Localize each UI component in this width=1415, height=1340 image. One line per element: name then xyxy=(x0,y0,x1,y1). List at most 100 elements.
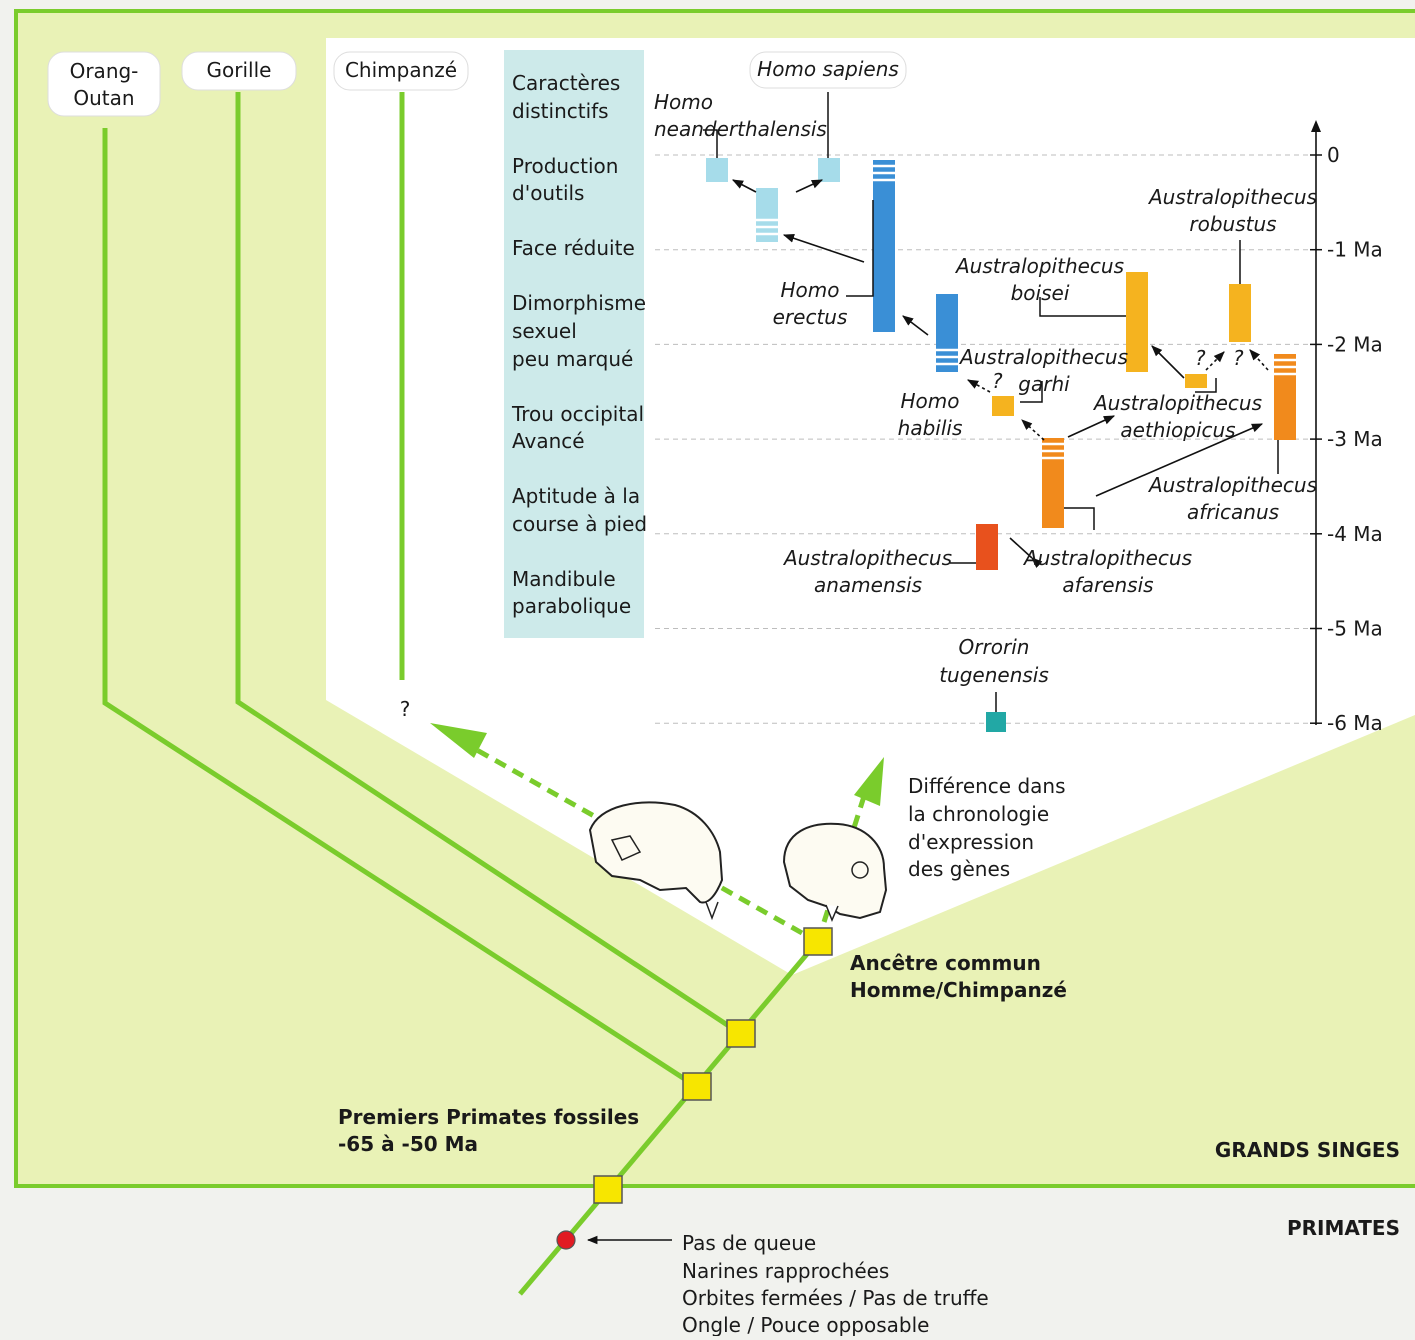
char-foramen-line2: Avancé xyxy=(512,429,585,453)
arrow-anamensis-to-afarensis xyxy=(1009,537,1043,569)
char-mandible-line2: parabolique xyxy=(512,594,631,618)
gene-note-line1: Différence dans xyxy=(908,774,1066,798)
bar-neanderthalensis xyxy=(706,158,728,182)
habilis-label-line2: habilis xyxy=(898,416,963,440)
node-human-chimp xyxy=(803,927,833,956)
gene-note-line3: d'expression xyxy=(908,830,1034,854)
characters-title-line1: Caractères xyxy=(512,71,620,95)
gene-note-line4: des gènes xyxy=(908,857,1010,881)
orangutan-bubble xyxy=(47,51,161,117)
sapiens-bubble xyxy=(749,51,907,89)
sapiens-label: Homo sapiens xyxy=(757,57,899,81)
time-tick-label: -3 Ma xyxy=(1327,427,1383,451)
connector-boisei xyxy=(1039,297,1126,317)
node-gorilla xyxy=(726,1019,756,1048)
bar-habilis xyxy=(936,294,958,372)
uncertain-mark-africanus-robustus: ? xyxy=(1233,346,1244,370)
arrow-africanus-to-robustus xyxy=(1249,349,1269,371)
bar-afarensis xyxy=(1042,438,1064,528)
primate-trait-1: Pas de queue xyxy=(682,1231,816,1255)
arrow-afarensis-to-africanus xyxy=(1095,423,1264,497)
gorilla-label: Gorille xyxy=(207,58,272,82)
arrow-aethiopicus-to-robustus xyxy=(1205,351,1225,371)
first-primates-line1: Premiers Primates fossiles xyxy=(338,1105,639,1129)
erectus-label-line1: Homo xyxy=(781,278,840,302)
orangutan-label-line1: Orang- xyxy=(70,59,139,83)
char-dimorphism-line3: peu marqué xyxy=(512,347,633,371)
bar-orrorin xyxy=(986,712,1006,732)
bar-anamensis xyxy=(976,524,998,570)
arrow-erectus-origin xyxy=(782,233,865,263)
char-tools-line1: Production xyxy=(512,154,618,178)
char-foramen-line1: Trou occipital xyxy=(511,402,644,426)
gorilla-bubble xyxy=(181,51,297,91)
char-face: Face réduite xyxy=(512,236,635,260)
time-tick-label: -4 Ma xyxy=(1327,522,1383,546)
primate-trait-2: Narines rapprochées xyxy=(682,1259,889,1283)
afarensis-label-line2: afarensis xyxy=(1062,573,1153,597)
arrow-afarensis-to-garhi xyxy=(1021,419,1045,441)
orrorin-label-line1: Orrorin xyxy=(959,635,1030,659)
aethiopicus-label-line1: Australopithecus xyxy=(1092,391,1262,415)
char-dimorphism-line1: Dimorphisme xyxy=(512,291,646,315)
afarensis-label-line1: Australopithecus xyxy=(1022,546,1192,570)
time-tick-label: -5 Ma xyxy=(1327,617,1383,641)
connector-afarensis xyxy=(1064,507,1095,530)
anamensis-label-line1: Australopithecus xyxy=(782,546,952,570)
arrow-erectus-to-neanderthalensis xyxy=(732,179,757,193)
chimp-lineage-arrowhead xyxy=(430,723,487,758)
arrow-habilis-to-erectus xyxy=(902,315,929,336)
first-primates-line2: -65 à -50 Ma xyxy=(338,1132,478,1156)
char-running-line2: course à pied xyxy=(512,512,647,536)
bar-garhi xyxy=(992,396,1014,416)
human-skull-icon xyxy=(782,822,888,922)
robustus-label-line2: robustus xyxy=(1189,212,1276,236)
boisei-label-line2: boisei xyxy=(1011,281,1070,305)
chimpanzee-label: Chimpanzé xyxy=(345,58,457,82)
arrow-afarensis-to-aethiopicus xyxy=(1067,415,1116,438)
arrow-aethiopicus-to-boisei xyxy=(1151,345,1185,379)
connector-neanderthalensis xyxy=(703,129,718,158)
common-ancestor-line2: Homme/Chimpanzé xyxy=(850,978,1067,1002)
uncertain-mark-garhi-habilis: ? xyxy=(992,369,1003,393)
node-primates xyxy=(593,1175,623,1204)
time-tick-label: -1 Ma xyxy=(1327,238,1383,262)
erectus-label-line2: erectus xyxy=(773,305,848,329)
neanderthalensis-label-line1: Homo xyxy=(654,90,713,114)
garhi-label-line1: Australopithecus xyxy=(958,345,1128,369)
char-mandible-line1: Mandibule xyxy=(512,567,616,591)
primate-trait-4: Ongle / Pouce opposable xyxy=(682,1313,929,1336)
africanus-label-line2: africanus xyxy=(1187,500,1279,524)
species-bars xyxy=(706,158,1296,732)
connector-garhi xyxy=(1020,381,1043,403)
bar-robustus xyxy=(1229,284,1251,342)
node-first-primates xyxy=(556,1230,576,1250)
time-tick-label: 0 xyxy=(1327,143,1340,167)
time-axis-arrowhead xyxy=(1311,120,1321,132)
connector-erectus xyxy=(846,200,874,297)
tree-branches xyxy=(102,92,884,1296)
bar-aethiopicus xyxy=(1185,374,1207,388)
neanderthalensis-label-line2: neanderthalensis xyxy=(654,117,827,141)
uncertain-mark-aethiopicus-robustus: ? xyxy=(1195,346,1206,370)
gene-note-line2: la chronologie xyxy=(908,802,1049,826)
characters-box xyxy=(504,50,644,638)
bar-boisei xyxy=(1126,272,1148,372)
time-tick-label: -2 Ma xyxy=(1327,332,1383,356)
human-lineage-dashed xyxy=(815,789,869,942)
char-tools-line2: d'outils xyxy=(512,181,584,205)
garhi-label-line2: garhi xyxy=(1018,372,1070,396)
bar-erectus-early xyxy=(756,188,778,242)
bar-erectus xyxy=(873,160,895,332)
anamensis-label-line2: anamensis xyxy=(814,573,922,597)
char-running-line1: Aptitude à la xyxy=(512,484,640,508)
chimp-question-mark: ? xyxy=(400,697,411,721)
orangutan-label-line2: Outan xyxy=(73,86,134,110)
orangutan-branch xyxy=(102,128,699,1090)
time-tick-label: -6 Ma xyxy=(1327,711,1383,735)
boisei-label-line1: Australopithecus xyxy=(954,254,1124,278)
bar-sapiens xyxy=(818,158,840,182)
human-lineage-arrowhead xyxy=(854,757,884,806)
